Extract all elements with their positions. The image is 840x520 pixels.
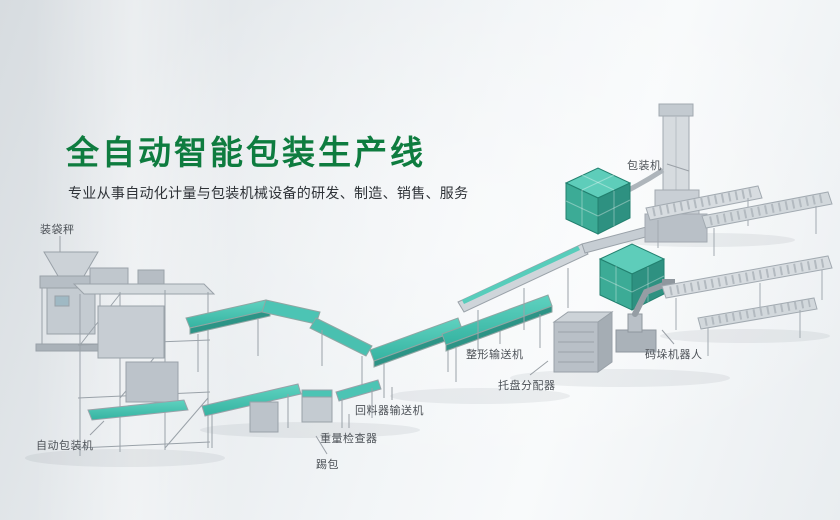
machine-label-packing-machine: 包装机: [627, 159, 662, 172]
palletizing-robot-machine: [615, 279, 675, 353]
machine-label-pallet-dispenser: 托盘分配器: [498, 379, 556, 392]
machine-label-return-conveyor: 回料器输送机: [355, 404, 424, 417]
product-cube-stack-upper: [564, 167, 632, 235]
machine-label-palletizing-robot: 码垛机器人: [645, 348, 703, 361]
machine-label-bag-kicker: 踢包: [316, 458, 339, 471]
page-subtitle: 专业从事自动化计量与包装机械设备的研发、制造、销售、服务: [68, 186, 469, 202]
page-title: 全自动智能包装生产线: [66, 133, 426, 172]
pallet-dispenser-machine: [552, 311, 614, 373]
machine-label-shaping-conveyor: 整形输送机: [466, 348, 524, 361]
product-cube-stack-lower: [598, 243, 666, 311]
bottom-line-machines: [201, 379, 382, 448]
auto-packing-machine-structure: [72, 267, 216, 456]
label-leader-lines: [59, 163, 690, 455]
roller-conveyors: [645, 185, 833, 356]
elevated-conveyor: [457, 225, 654, 352]
machine-label-bagging-scale: 装袋秤: [40, 223, 75, 236]
machine-label-weight-checker: 重量检查器: [320, 432, 378, 445]
bagging-scale-machine: [35, 251, 107, 352]
machine-label-auto-packing: 自动包装机: [36, 439, 94, 452]
